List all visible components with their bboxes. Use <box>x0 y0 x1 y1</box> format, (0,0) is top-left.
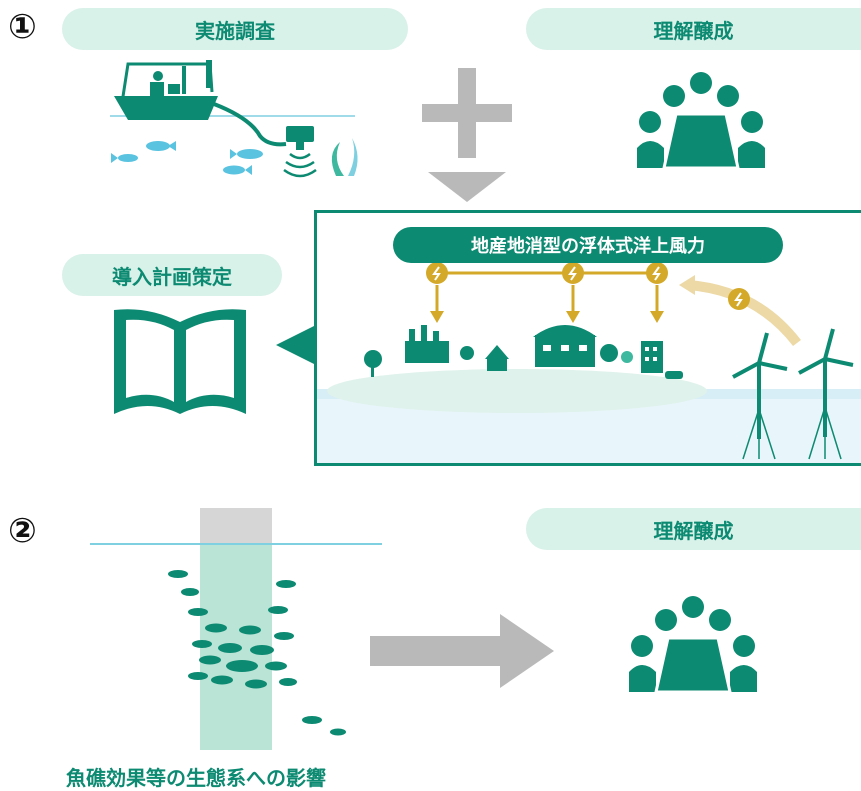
survey-label: 実施調査 <box>62 8 408 50</box>
wind-turbine-icon <box>732 332 788 460</box>
wind-turbine-icon-2 <box>798 328 854 460</box>
arrow-right-icon <box>370 614 554 688</box>
section-1-number: ① <box>8 7 37 47</box>
plan-label: 導入計画策定 <box>62 254 282 296</box>
understanding-label-1: 理解醸成 <box>526 8 861 50</box>
ecosystem-caption: 魚礁効果等の生態系への影響 <box>66 766 326 790</box>
understanding-label-2: 理解醸成 <box>526 508 861 550</box>
survey-boat-icon <box>110 60 358 178</box>
arrow-down-icon <box>428 172 506 202</box>
meeting-icon <box>637 72 765 170</box>
offshore-label: 地産地消型の浮体式洋上風力 <box>393 227 783 263</box>
meeting-icon-2 <box>629 596 757 694</box>
book-icon <box>114 309 246 414</box>
section-2-number: ② <box>8 511 37 551</box>
offshore-wind-panel: 地産地消型の浮体式洋上風力 <box>314 210 861 466</box>
pointer-icon <box>276 325 316 365</box>
local-energy-scene <box>317 262 861 463</box>
fish-reef-icon <box>90 508 382 750</box>
plus-icon <box>422 68 512 158</box>
